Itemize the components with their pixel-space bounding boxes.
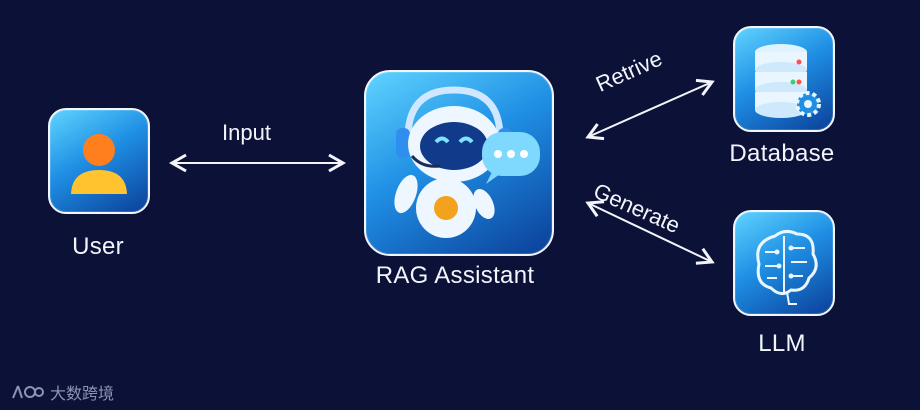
database-label: Database	[712, 140, 852, 168]
rag-assistant-node	[364, 70, 554, 256]
database-node	[733, 26, 835, 132]
database-icon	[735, 28, 833, 130]
llm-node	[733, 210, 835, 316]
input-edge-label: Input	[222, 120, 271, 146]
robot-icon	[366, 72, 552, 254]
user-icon	[50, 110, 148, 212]
user-label: User	[48, 233, 148, 261]
user-node	[48, 108, 150, 214]
brain-circuit-icon	[735, 212, 833, 314]
watermark-logo-icon	[10, 383, 44, 401]
watermark-text: 大数跨境	[50, 380, 114, 404]
llm-label: LLM	[732, 330, 832, 358]
watermark: 大数跨境	[10, 380, 114, 404]
rag-assistant-label: RAG Assistant	[350, 262, 560, 290]
